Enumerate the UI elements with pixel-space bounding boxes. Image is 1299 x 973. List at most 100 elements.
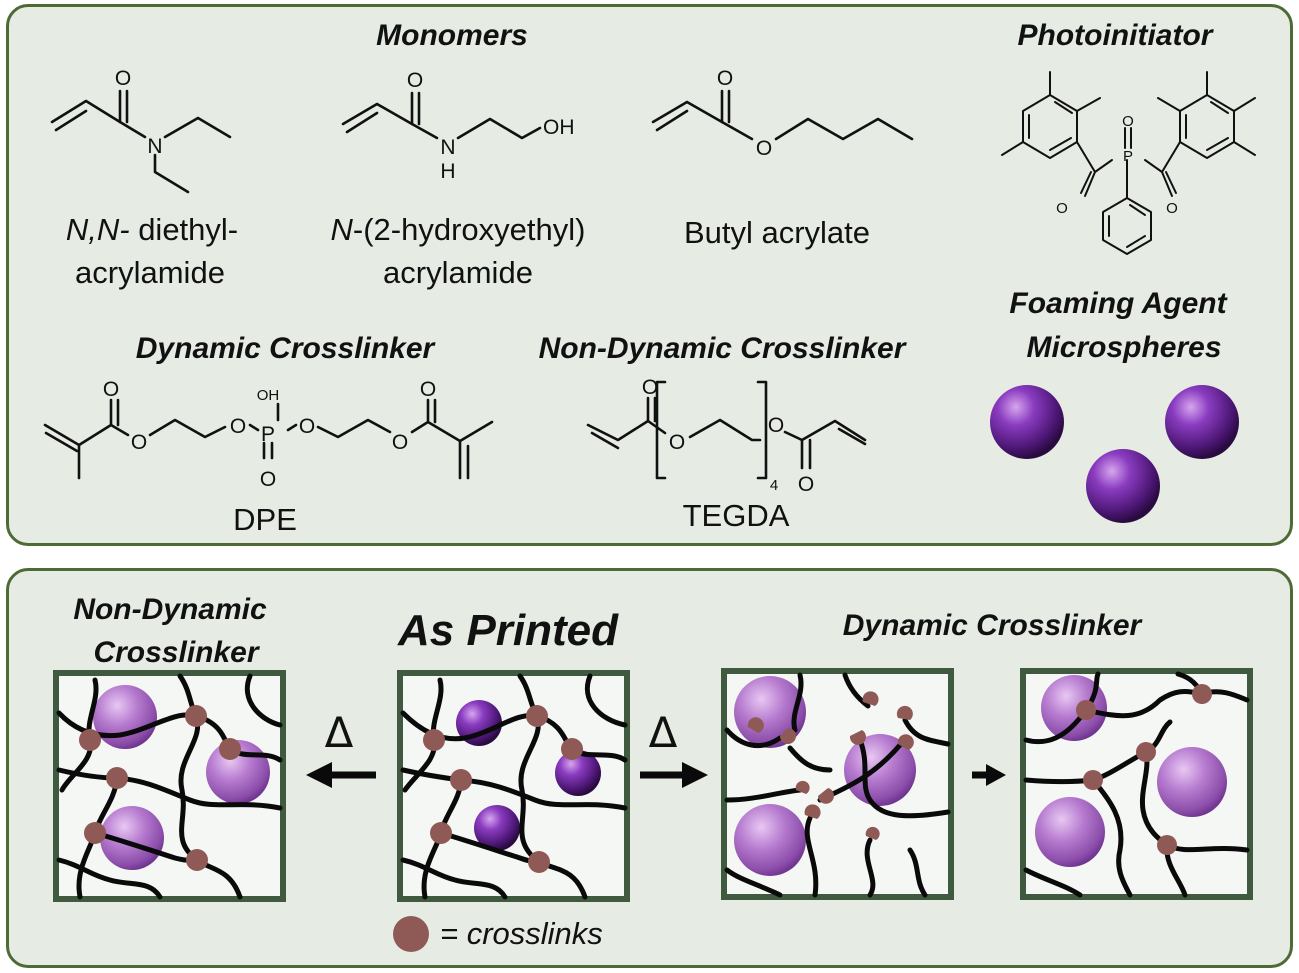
atom-o: O [299,415,315,438]
atom-o: O [392,431,408,454]
crosslink [1192,684,1212,704]
crosslink [1083,770,1103,790]
microsphere [93,685,157,749]
crosslink [185,705,207,727]
monomer3-label: Butyl acrylate [684,215,870,250]
broken-crosslink [795,780,810,794]
tegda-structure: O O O O 4 [586,376,867,496]
hydroxyethylacrylamide-structure: O N H OH [341,69,575,183]
crosslink [1076,700,1096,720]
broken-crosslink [747,717,764,733]
crosslink [561,738,583,760]
crosslinks-legend: = crosslinks [393,916,603,952]
atom-o: O [1166,200,1178,217]
crosslink [219,738,241,760]
crosslink-legend-dot [393,916,429,952]
crosslink [186,849,208,871]
atom-o: O [798,473,814,496]
network-box-dynamic-reformed [1020,668,1253,900]
microsphere [456,700,502,746]
atom-o: O [756,137,772,160]
microsphere [555,750,601,796]
foaming-agent-title-line2: Microspheres [1026,331,1221,364]
microsphere [1041,675,1107,741]
crosslink [423,729,445,751]
atom-o: O [407,69,423,92]
monomer1-label-line1: N,N- diethyl- [66,212,238,247]
atom-o: O [230,415,246,438]
photoinitiator-title: Photoinitiator [1018,19,1215,52]
crosslink [528,851,550,873]
atom-n: N [440,136,455,159]
broken-crosslink [897,734,914,750]
microsphere [1035,797,1105,867]
broken-crosslink [862,691,879,706]
atom-o: O [420,378,436,401]
network-box-as-printed [397,670,630,902]
crosslink [1136,742,1156,762]
microsphere [1165,385,1239,459]
monomer1-label-line2: acrylamide [75,255,225,290]
delta-symbol: Δ [325,708,354,757]
network-box-dynamic-broken [721,668,954,900]
monomer2-label-line1: N-(2-hydroxyethyl) [331,212,586,247]
monomer2-label-line2: acrylamide [383,255,533,290]
atom-o: O [115,67,131,90]
repeat-count: 4 [770,477,778,494]
atom-oh: OH [257,387,280,404]
atom-p: P [1123,148,1133,165]
crosslink [430,822,452,844]
microsphere [990,385,1064,459]
legend-text: = crosslinks [440,916,603,951]
microsphere [1086,449,1160,523]
atom-o: O [260,468,276,491]
non-dynamic-title-line1: Non-Dynamic [73,593,267,626]
microsphere [100,806,164,870]
atom-oh: OH [543,116,575,139]
atom-o: O [103,378,119,401]
atom-o: O [717,67,733,90]
broken-crosslink [896,705,913,720]
photoinitiator-structure: P O O O [1001,71,1256,255]
broken-crosslink [818,788,834,804]
crosslink [526,705,548,727]
microsphere [734,804,806,876]
atom-o: O [642,376,658,399]
network-box-non-dynamic [53,670,286,902]
non-dynamic-crosslinker-title: Non-Dynamic Crosslinker [539,332,908,365]
atom-o: O [1122,113,1134,130]
microsphere [474,805,520,851]
dpe-structure: O O O P OH O O O O [43,378,494,491]
butyl-acrylate-structure: O O [651,67,914,160]
broken-crosslink [865,826,880,840]
crosslink [1157,835,1177,855]
atom-n: N [147,135,162,158]
foaming-agent-title-line1: Foaming Agent [1009,287,1228,320]
atom-o: O [1056,200,1068,217]
atom-o: O [669,431,685,454]
broken-crosslink [804,804,821,819]
delta-symbol: Δ [649,708,678,757]
tegda-label: TEGDA [683,498,790,533]
as-printed-title: As Printed [397,606,619,655]
dynamic-crosslinker-title: Dynamic Crosslinker [136,332,437,365]
crosslink [84,822,106,844]
materials-panel [6,4,1293,546]
atom-h: H [440,160,455,183]
crosslink [450,769,472,791]
atom-p: P [261,423,275,446]
broken-crosslink [780,728,796,744]
atom-o: O [131,431,147,454]
monomers-title: Monomers [376,19,528,52]
reform-arrow [972,764,1006,786]
atom-o: O [768,414,784,437]
non-dynamic-title-line2: Crosslinker [93,636,260,669]
dynamic-crosslinker-bottom-title: Dynamic Crosslinker [843,609,1144,642]
heat-arrow-right: Δ [640,708,708,788]
dpe-label: DPE [233,502,297,537]
microsphere [1157,747,1227,817]
broken-crosslink [849,730,866,745]
crosslink [106,767,128,789]
heat-arrow-left: Δ [306,708,376,788]
